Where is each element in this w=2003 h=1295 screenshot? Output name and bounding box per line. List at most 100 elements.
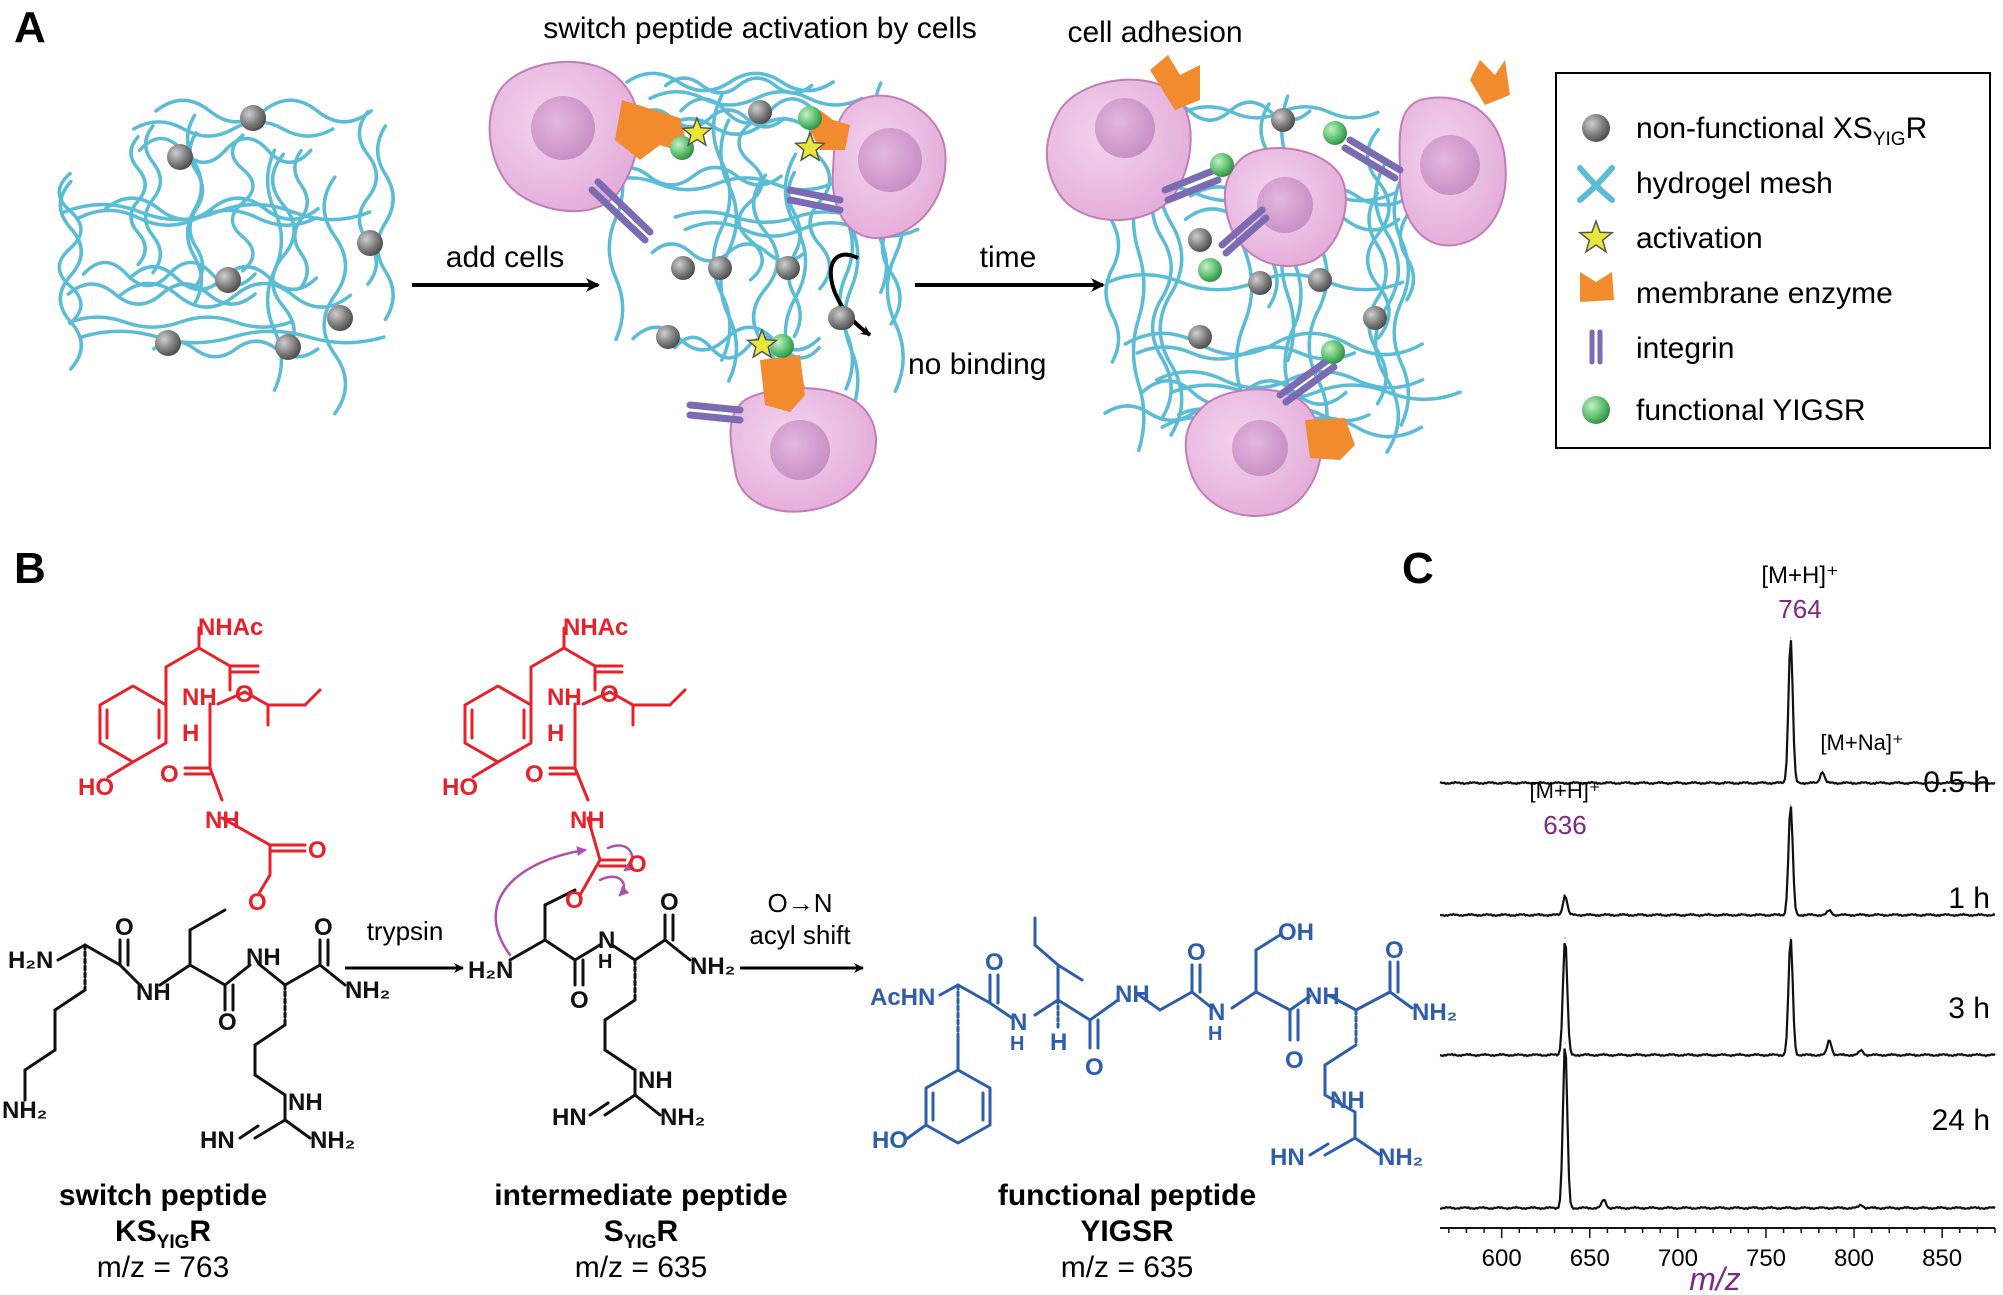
spectrum-peak-2-1 [1790, 937, 1792, 939]
svg-text:NH: NH [638, 1067, 673, 1094]
cell-nucleus [770, 420, 830, 480]
svg-text:O: O [600, 681, 619, 708]
peak-na-ion-label: [M+Na]⁺ [1820, 730, 1903, 755]
adhesion-title: cell adhesion [1067, 16, 1242, 49]
svg-text:NH₂: NH₂ [2, 1097, 47, 1124]
gray-sphere-icon [708, 256, 732, 280]
mesh-strand [1154, 370, 1425, 390]
svg-text:HO: HO [78, 774, 114, 801]
integrin-icon [1276, 356, 1338, 406]
svg-text:N: N [1010, 1009, 1027, 1036]
mesh-strand [1170, 383, 1462, 402]
svg-text:NH: NH [547, 684, 582, 711]
functional-peptide-mz: m/z = 635 [1061, 1251, 1194, 1284]
svg-text:O: O [628, 851, 647, 878]
svg-text:O: O [1187, 939, 1206, 966]
spectrum-trace-2 [1439, 939, 1996, 1058]
star-icon [680, 115, 714, 147]
svg-text:NH: NH [136, 979, 171, 1006]
mesh-strand [1373, 158, 1401, 454]
acyl-shift-label-2: acyl shift [749, 920, 851, 950]
mesh-strand [633, 108, 786, 129]
membrane-enzyme-icon [1150, 55, 1200, 110]
mesh-strand [131, 120, 335, 138]
hydrogel-mesh-icon [1577, 165, 1615, 203]
gray-sphere-icon [1271, 108, 1295, 132]
integrin-icon [588, 178, 654, 244]
intermediate-peptide-formula: SYIGR [604, 1215, 679, 1253]
spectrum-peak-3-1 [1603, 1199, 1605, 1201]
svg-text:H₂N: H₂N [8, 947, 53, 974]
mesh-strand [663, 76, 814, 95]
membrane-enzyme-icon [1470, 60, 1510, 105]
gray-sphere-icon [215, 267, 241, 293]
svg-text:NH: NH [1305, 983, 1340, 1010]
enzyme-icon [1580, 272, 1614, 302]
svg-text:NH: NH [1115, 981, 1150, 1008]
no-binding-label: no binding [908, 348, 1046, 381]
hydrogel-mesh-left [57, 98, 395, 416]
mesh-strand [648, 90, 864, 107]
legend-item-enzyme: membrane enzyme [1636, 277, 1893, 310]
activation-title: switch peptide activation by cells [543, 12, 977, 45]
functional-peptide-atoms: AcHN O N H H O NH O N H OH O NH O NH₂ NH… [870, 919, 1457, 1171]
mesh-strand [1135, 345, 1356, 361]
svg-text:O: O [660, 889, 679, 916]
mesh-strand [118, 281, 353, 309]
time-label-1: 1 h [1948, 882, 1990, 915]
x-tick-label: 800 [1834, 1245, 1874, 1272]
legend-box [1555, 72, 1991, 449]
mesh-strand [58, 179, 83, 371]
add-cells-label: add cells [446, 241, 564, 274]
membrane-enzyme-icon [760, 355, 805, 412]
svg-text:HO: HO [872, 1127, 908, 1154]
svg-text:NH₂: NH₂ [310, 1127, 355, 1154]
mesh-strand [1123, 331, 1425, 357]
intermediate-peptide-atoms: NHAc NH H O O NH O O HO H₂N O N H O NH₂ … [442, 614, 735, 1131]
spectrum-peak-1-2 [1828, 910, 1830, 912]
mesh-strand [1367, 191, 1388, 406]
svg-text:O: O [985, 949, 1004, 976]
time-label-0: 0.5 h [1923, 766, 1990, 799]
time-label-2: 3 h [1948, 992, 1990, 1025]
intermediate-peptide-mz: m/z = 635 [575, 1251, 708, 1284]
switch-peptide-atoms: NHAc NH H O O NH O O HO H₂N O NH O NH O … [2, 614, 390, 1154]
spectrum-peak-3-0 [1564, 1042, 1566, 1044]
gray-sphere-icon [240, 105, 266, 131]
integrin-icon [1341, 136, 1404, 182]
functional-peptide-structure [903, 916, 1414, 1157]
gray-sphere-icon [275, 334, 301, 360]
mesh-strand [62, 202, 372, 222]
legend-item-integrin: integrin [1636, 332, 1734, 365]
svg-text:NH: NH [570, 807, 605, 834]
spectrum-peak-1-0 [1564, 894, 1566, 896]
svg-text:NH: NH [205, 807, 240, 834]
svg-text:NH: NH [182, 684, 217, 711]
integrin-icon [1161, 166, 1222, 204]
cell-nucleus [531, 96, 595, 160]
time-label: time [980, 241, 1037, 274]
mesh-strand [230, 133, 255, 273]
svg-text:H: H [1208, 1023, 1222, 1045]
svg-text:O: O [525, 761, 544, 788]
spectrum-trace-0 [1439, 640, 1996, 786]
svg-text:NH₂: NH₂ [690, 953, 735, 980]
green-sphere-icon [1210, 153, 1234, 177]
svg-text:N: N [598, 927, 615, 954]
gray-sphere-icon [1188, 228, 1212, 252]
mesh-strand [357, 109, 379, 286]
svg-text:O: O [308, 837, 327, 864]
svg-text:HO: HO [442, 774, 478, 801]
gray-sphere-icon [748, 100, 772, 124]
switch-peptide-formula: KSYIGR [115, 1215, 211, 1253]
svg-text:N: N [1208, 999, 1225, 1026]
integrin-icon [786, 186, 844, 214]
green-sphere-icon [670, 136, 694, 160]
gray-spheres-left [155, 105, 383, 360]
spectrum-peak-0-1 [1821, 770, 1823, 772]
svg-text:HN: HN [200, 1127, 235, 1154]
peak-764-ion-label: [M+H]⁺ [1761, 562, 1838, 589]
mesh-strand [80, 329, 386, 345]
time-label-3: 24 h [1932, 1104, 1990, 1137]
spectrum-trace-1 [1439, 806, 1996, 918]
